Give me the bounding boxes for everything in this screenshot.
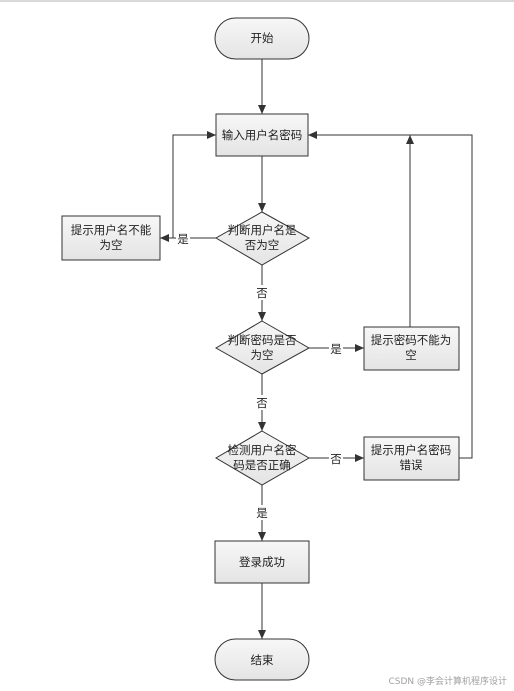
no-user-label: 否 xyxy=(256,286,268,300)
check-password-decision xyxy=(214,320,311,375)
verify-line1: 检测用户名密 xyxy=(228,443,297,457)
top-border xyxy=(0,0,514,2)
pass-empty-line1: 提示密码不能为 xyxy=(371,333,452,347)
password-empty-box xyxy=(363,326,460,371)
verify-fail-line1: 提示用户名密码 xyxy=(371,443,452,457)
check-user-line2: 否为空 xyxy=(245,238,280,252)
yes-pass-label: 是 xyxy=(330,342,342,356)
check-pass-line1: 判断密码是否 xyxy=(228,333,297,347)
success-label: 登录成功 xyxy=(239,555,285,569)
end-terminal xyxy=(214,638,310,681)
username-empty-box xyxy=(61,215,161,261)
check-user-line1: 判断用户名是 xyxy=(228,223,297,237)
user-empty-line2: 为空 xyxy=(100,238,123,252)
check-pass-line2: 为空 xyxy=(251,348,274,362)
verify-decision xyxy=(215,430,311,486)
user-empty-line1: 提示用户名不能 xyxy=(71,223,152,237)
arrow-user-msg-back xyxy=(160,131,216,239)
input-process xyxy=(215,113,309,157)
yes-user-label: 是 xyxy=(177,232,189,246)
no-pass-label: 否 xyxy=(256,396,268,410)
arrow-verify-msg-back xyxy=(308,131,473,459)
login-success-process xyxy=(214,540,310,584)
start-label: 开始 xyxy=(251,31,274,45)
verify-fail-line2: 错误 xyxy=(400,458,423,472)
watermark: CSDN @李会计算机程序设计 xyxy=(388,675,507,687)
verify-line2: 码是否正确 xyxy=(233,458,291,472)
end-label: 结束 xyxy=(251,653,274,667)
yes-verify-label: 是 xyxy=(256,506,268,520)
pass-empty-line2: 空 xyxy=(405,348,417,362)
start-terminal xyxy=(214,17,310,60)
verify-fail-box xyxy=(363,436,460,481)
input-label: 输入用户名密码 xyxy=(222,128,303,142)
no-verify-label: 否 xyxy=(330,452,342,466)
check-username-decision xyxy=(214,211,311,266)
connectors xyxy=(160,59,473,639)
